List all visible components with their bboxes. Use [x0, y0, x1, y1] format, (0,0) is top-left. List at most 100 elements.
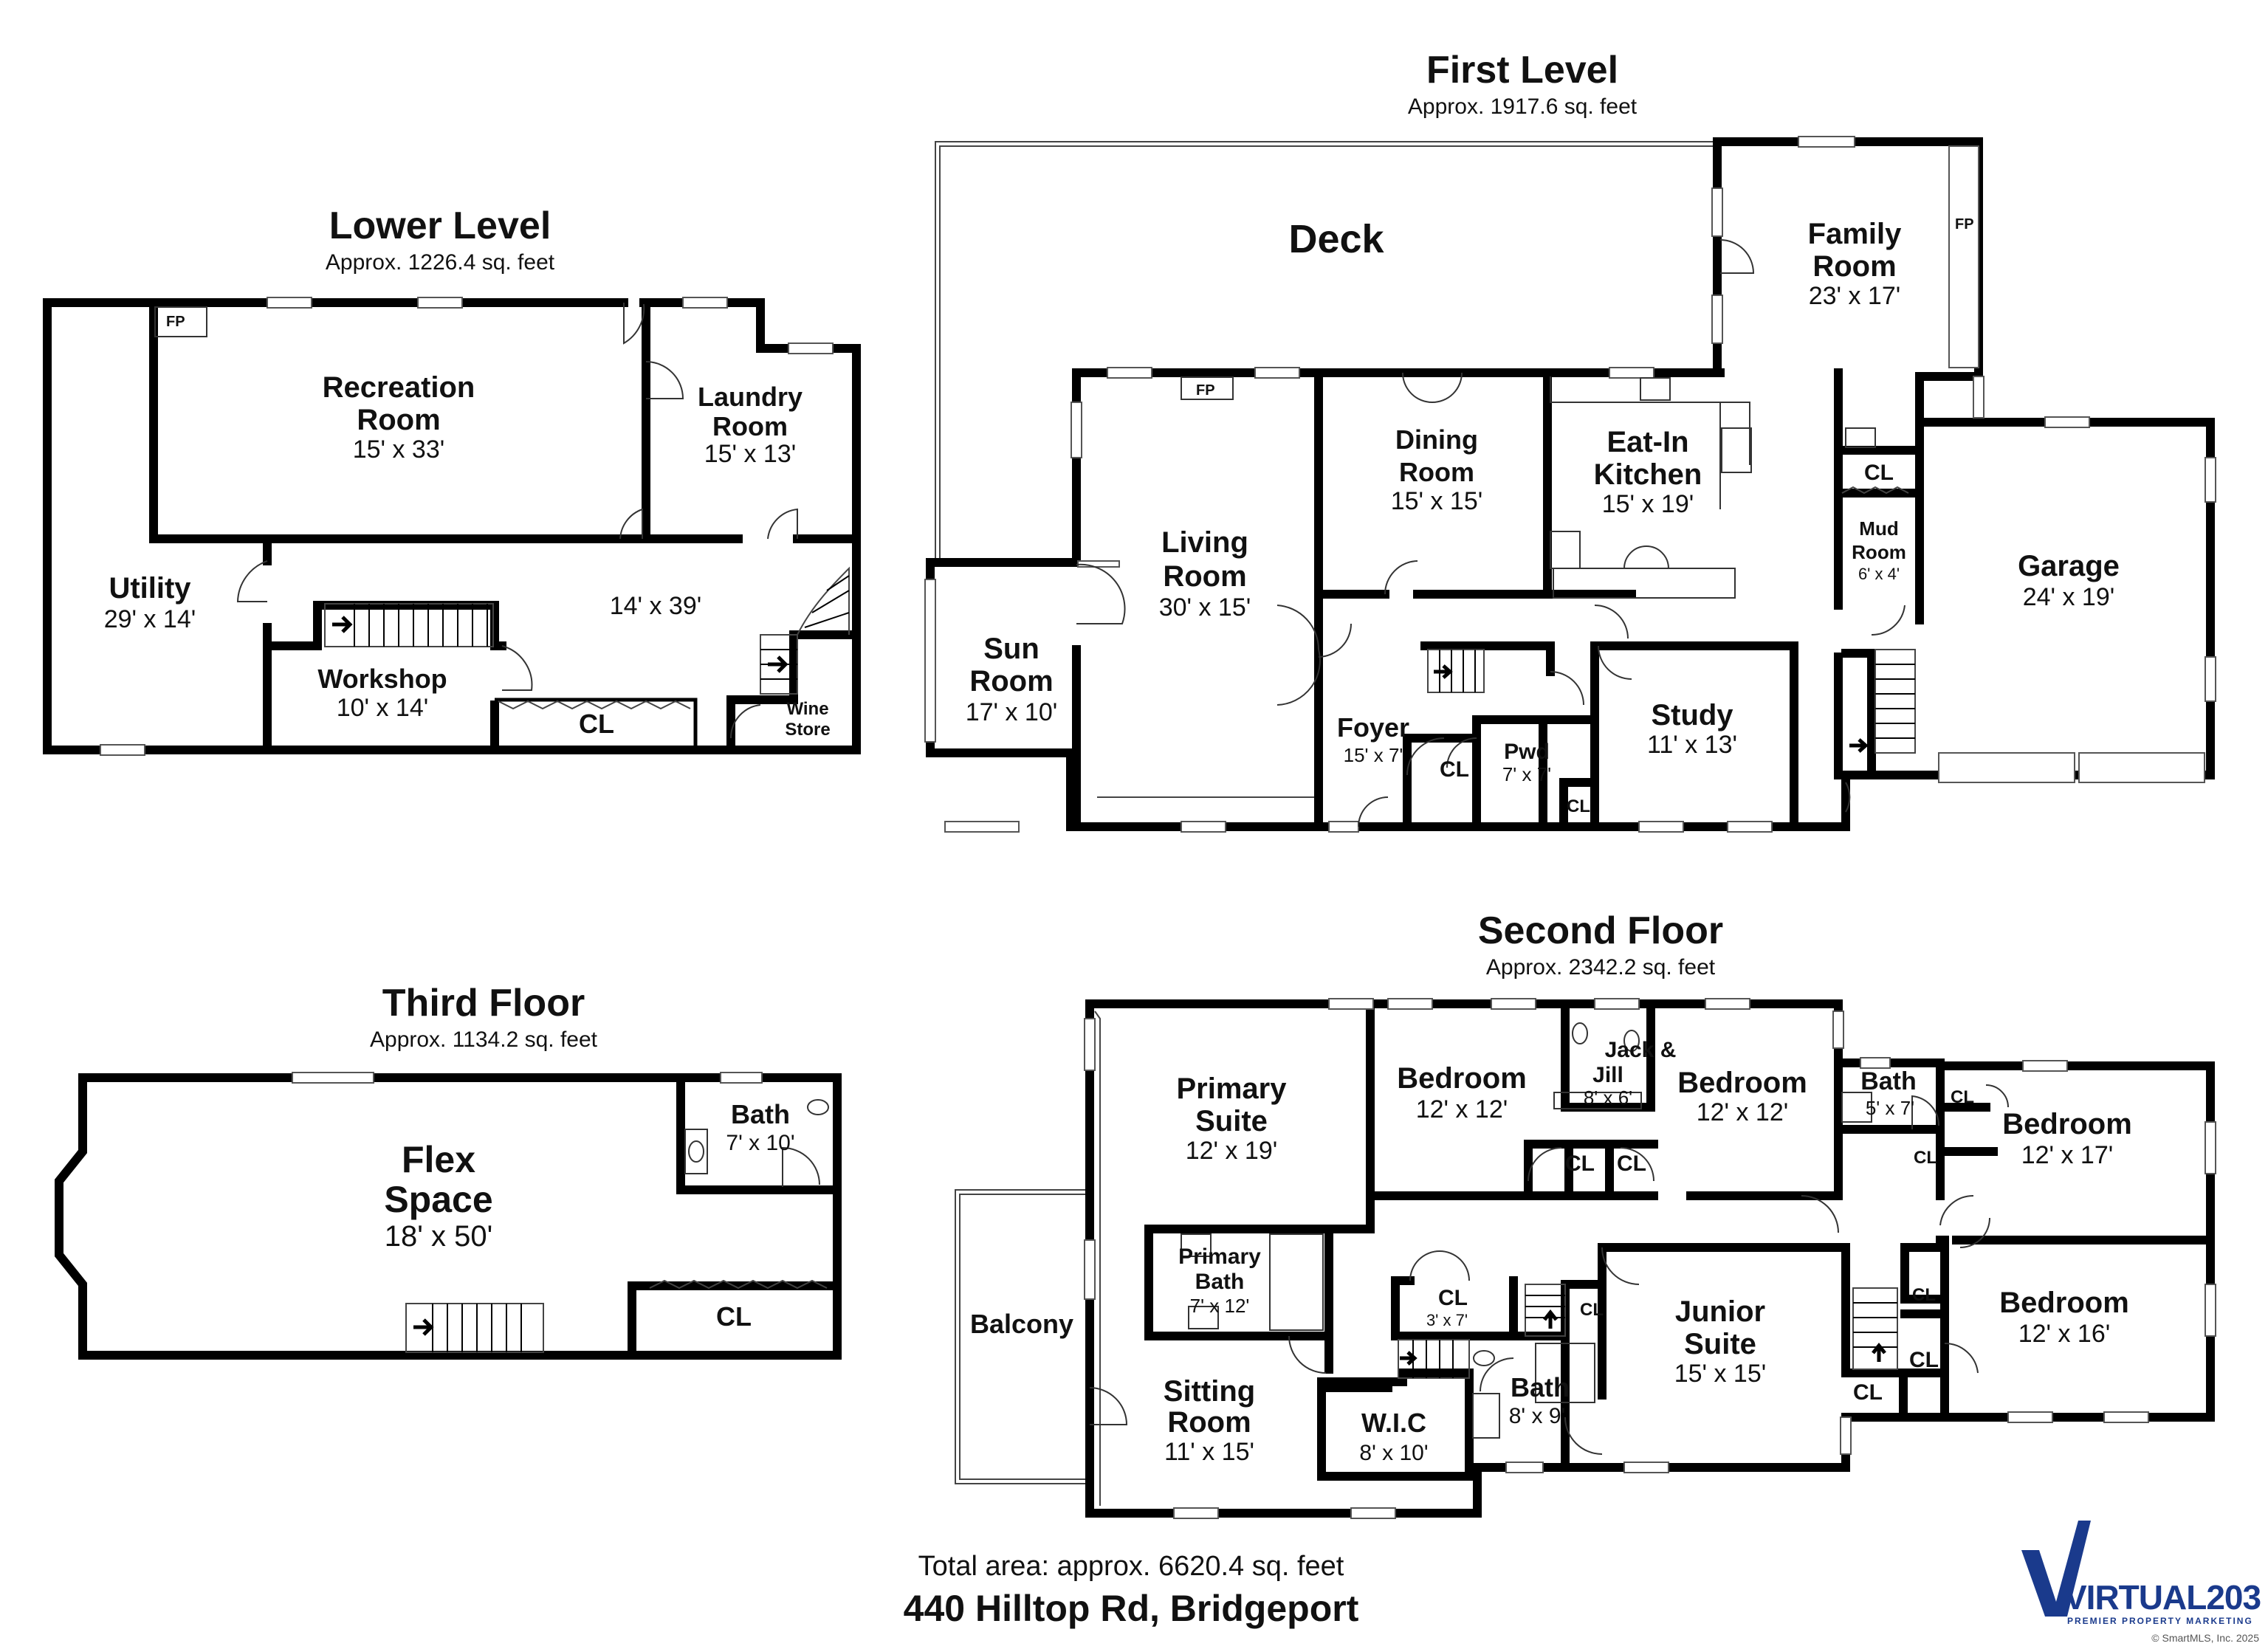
recreation-room-name: Recreation	[323, 371, 475, 404]
living-fp-label: FP	[1196, 382, 1215, 399]
primary-bath-dim: 7' x 12'	[1190, 1295, 1250, 1317]
sitting-room-name-2: Room	[1167, 1406, 1251, 1439]
primary-suite-name: Primary	[1177, 1073, 1288, 1105]
first-level-title: First Level	[1426, 49, 1618, 92]
lower-level-area: Approx. 1226.4 sq. feet	[326, 250, 555, 275]
logo-v-mark	[2021, 1521, 2091, 1617]
wic-name: W.I.C	[1361, 1408, 1426, 1438]
bedroom-2-name: Bedroom	[1677, 1067, 1807, 1099]
small-bath-name: Bath	[1860, 1067, 1917, 1095]
wic-dim: 8' x 10'	[1359, 1441, 1428, 1465]
laundry-room-name-2: Room	[712, 411, 788, 441]
flex-space-dim: 18' x 50'	[385, 1220, 492, 1253]
kitchen-name: Eat-In	[1606, 426, 1688, 458]
lower-level-plan: Lower Level Approx. 1226.4 sq. feet	[43, 204, 861, 756]
mud-room-dim: 6' x 4'	[1858, 565, 1900, 583]
laundry-room-name: Laundry	[698, 382, 803, 412]
mud-closet-label: CL	[1864, 461, 1894, 485]
first-level-plan: First Level Approx. 1917.6 sq. feet	[924, 49, 2216, 833]
kitchen-dim: 15' x 19'	[1602, 490, 1694, 518]
family-room-name: Family	[1808, 218, 1902, 250]
virtual203-logo: VIRTUAL203 PREMIER PROPERTY MARKETING © …	[2021, 1521, 2261, 1644]
family-room-name-2: Room	[1812, 250, 1896, 283]
bedroom-1-name: Bedroom	[1397, 1062, 1527, 1095]
mud-room-name: Mud	[1859, 517, 1898, 540]
closet-label: CL	[1580, 1300, 1604, 1320]
living-room-name-2: Room	[1163, 560, 1246, 593]
sun-room-name: Sun	[983, 633, 1040, 665]
closet-label: CL	[1617, 1151, 1646, 1176]
logo-copyright: © SmartMLS, Inc. 2025	[2151, 1632, 2259, 1644]
lower-level-title: Lower Level	[329, 204, 551, 247]
sun-room-dim: 17' x 10'	[966, 698, 1058, 726]
living-room-name: Living	[1161, 526, 1248, 559]
lower-hall-dim: 14' x 39'	[610, 592, 702, 620]
foyer-closet-label: CL	[1440, 757, 1469, 782]
study-dim: 11' x 13'	[1647, 731, 1737, 759]
utility-dim: 29' x 14'	[104, 605, 196, 633]
total-area: Total area: approx. 6620.4 sq. feet	[918, 1551, 1344, 1582]
laundry-room-dim: 15' x 13'	[704, 440, 797, 468]
address-title: 440 Hilltop Rd, Bridgeport	[904, 1588, 1359, 1629]
second-floor-area: Approx. 2342.2 sq. feet	[1486, 955, 1716, 980]
bedroom-3-name: Bedroom	[2002, 1108, 2132, 1140]
pwd-dim: 7' x 7'	[1502, 763, 1551, 785]
bedroom-2-dim: 12' x 12'	[1697, 1098, 1789, 1126]
sun-room-name-2: Room	[969, 665, 1053, 698]
bedroom-3-dim: 12' x 17'	[2021, 1141, 2114, 1169]
logo-brand: VIRTUAL203	[2064, 1578, 2261, 1617]
hall-closet-name: CL	[1438, 1286, 1468, 1310]
bedroom-4-dim: 12' x 16'	[2018, 1320, 2111, 1348]
primary-bath-name: Primary	[1178, 1245, 1261, 1269]
lower-spiral-stairs	[760, 566, 850, 695]
bedroom-1-dim: 12' x 12'	[1416, 1095, 1508, 1123]
dining-room-dim: 15' x 15'	[1391, 487, 1483, 515]
lower-closet-label: CL	[579, 709, 614, 739]
third-stairs	[405, 1303, 544, 1353]
junior-suite-name-2: Suite	[1684, 1328, 1756, 1360]
workshop-dim: 10' x 14'	[337, 694, 429, 722]
jack-jill-dim: 8' x 6'	[1584, 1087, 1632, 1109]
dining-room-name: Dining	[1395, 424, 1478, 455]
closet-label: CL	[1914, 1148, 1937, 1168]
primary-suite-dim: 12' x 19'	[1186, 1137, 1278, 1165]
junior-suite-dim: 15' x 15'	[1674, 1360, 1767, 1388]
wine-store-name: Wine	[786, 699, 828, 719]
living-room-dim: 30' x 15'	[1159, 593, 1251, 622]
hall-closet-dim: 3' x 7'	[1426, 1311, 1468, 1329]
closet-label: CL	[1912, 1285, 1936, 1305]
foyer-dim: 15' x 7'	[1344, 744, 1403, 766]
mid-bath-name: Bath	[1511, 1372, 1570, 1402]
family-room-dim: 23' x 17'	[1809, 282, 1901, 310]
utility-name: Utility	[109, 572, 191, 605]
workshop-name: Workshop	[317, 664, 447, 694]
lower-outer-wall	[43, 298, 861, 754]
mid-bath-dim: 8' x 9'	[1509, 1404, 1566, 1428]
bedroom-4-name: Bedroom	[1999, 1287, 2129, 1319]
recreation-room-name-2: Room	[357, 404, 440, 436]
balcony-name: Balcony	[970, 1309, 1073, 1339]
junior-suite-name: Junior	[1675, 1295, 1765, 1328]
closet-label: CL	[1853, 1380, 1883, 1405]
small-bath-dim: 5' x 7'	[1866, 1097, 1914, 1119]
pwd-name: Pwd	[1504, 740, 1550, 764]
garage-name: Garage	[2018, 550, 2120, 582]
sitting-room-name: Sitting	[1164, 1375, 1255, 1408]
third-floor-area: Approx. 1134.2 sq. feet	[370, 1027, 598, 1052]
second-floor-title: Second Floor	[1478, 909, 1723, 952]
deck-outline	[935, 141, 1717, 562]
study-closet-label: CL	[1567, 796, 1590, 816]
second-stairs-mid	[1398, 1339, 1470, 1379]
third-closet-label: CL	[716, 1301, 752, 1332]
kitchen-name-2: Kitchen	[1594, 458, 1702, 491]
deck-name: Deck	[1288, 217, 1384, 261]
study-name: Study	[1651, 699, 1733, 731]
second-stairs-right	[1852, 1287, 1898, 1370]
closet-label: CL	[1951, 1087, 1974, 1107]
garage-dim: 24' x 19'	[2023, 583, 2115, 611]
lower-stairs	[324, 603, 494, 647]
third-floor-title: Third Floor	[382, 982, 585, 1025]
jack-jill-name-2: Jill	[1592, 1063, 1623, 1087]
garage-stairs	[1849, 649, 1916, 754]
wine-store-name-2: Store	[785, 720, 830, 740]
